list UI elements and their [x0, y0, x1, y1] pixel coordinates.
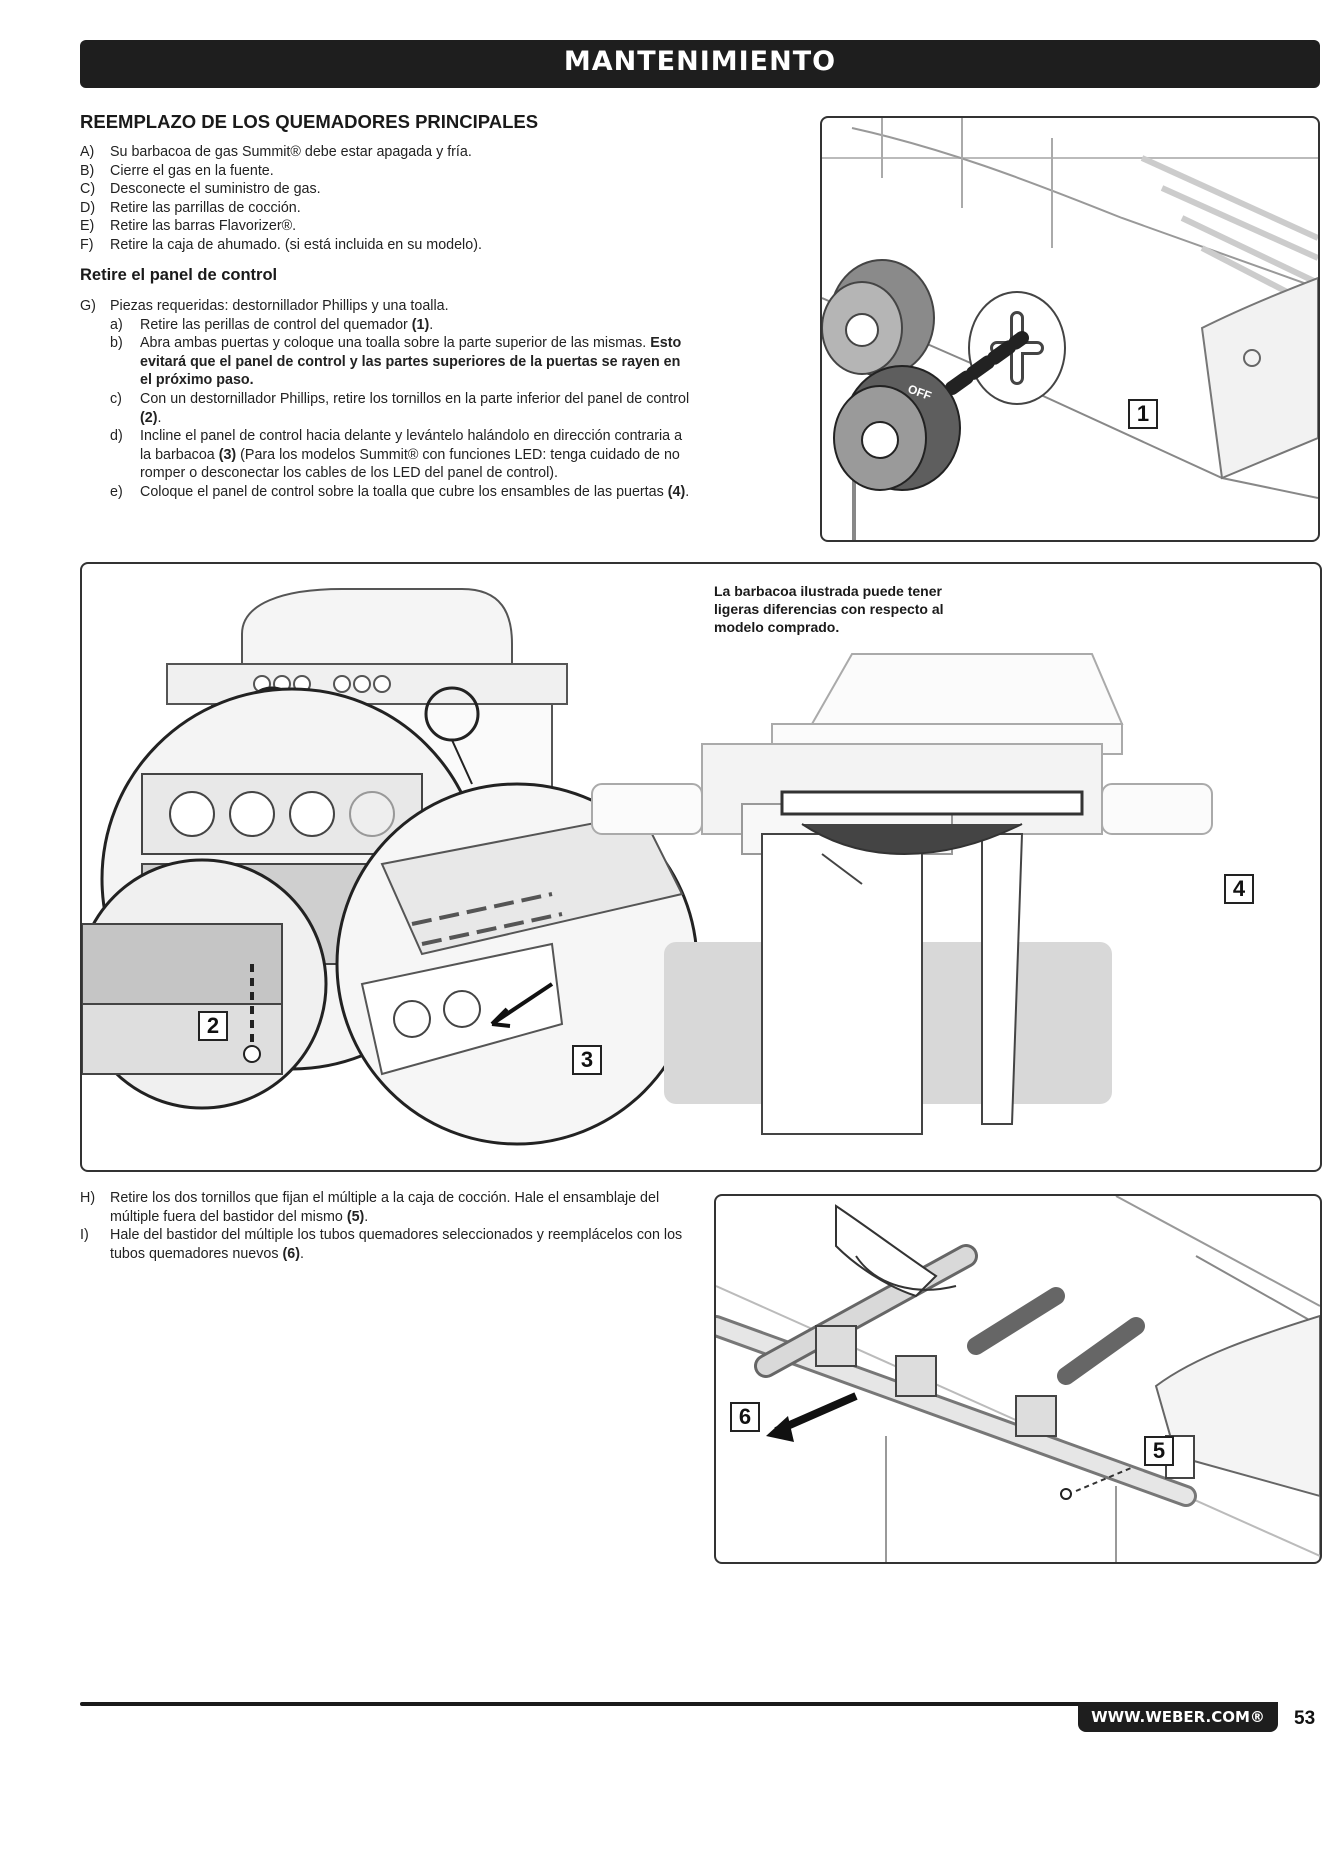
- list-item: E)Retire las barras Flavorizer®.: [80, 218, 297, 235]
- callout-6: 6: [730, 1402, 760, 1432]
- callout-4: 4: [1224, 874, 1254, 904]
- control-panel-steps: G)Piezas requeridas: destornillador Phil…: [80, 297, 692, 502]
- list-item: D)Retire las parrillas de cocción.: [80, 199, 301, 216]
- list-item: c)Con un destornillador Phillips, retire…: [110, 390, 690, 426]
- figure-knob-removal: OFF 1: [820, 116, 1320, 542]
- list-item: d)Incline el panel de control hacia dela…: [110, 428, 683, 482]
- figure-control-panel-removal: La barbacoa ilustrada puede tener ligera…: [80, 562, 1322, 1172]
- list-item: F)Retire la caja de ahumado. (si está in…: [80, 236, 482, 253]
- header-bar: MANTENIMIENTO: [80, 40, 1320, 88]
- callout-2: 2: [198, 1011, 228, 1041]
- illustration-note: La barbacoa ilustrada puede tener ligera…: [714, 583, 944, 635]
- callout-1: 1: [1128, 399, 1158, 429]
- subsection-title: Retire el panel de control: [80, 266, 278, 284]
- control-panel-illustration: [82, 588, 1213, 1146]
- burner-illustration: [716, 1196, 1320, 1562]
- page-number: 53: [1294, 1708, 1316, 1729]
- list-item: H)Retire los dos tornillos que fijan el …: [80, 1190, 660, 1225]
- section-title: REEMPLAZO DE LOS QUEMADORES PRINCIPALES: [80, 111, 539, 132]
- figure-burner-tubes: 6 5: [714, 1194, 1322, 1564]
- callout-5: 5: [1144, 1436, 1174, 1466]
- callout-3: 3: [572, 1045, 602, 1075]
- list-item: a)Retire las perillas de control del que…: [110, 316, 434, 333]
- list-item: I)Hale del bastidor del múltiple los tub…: [80, 1227, 683, 1262]
- list-item: A)Su barbacoa de gas Summit® debe estar …: [80, 144, 472, 160]
- list-item: e)Coloque el panel de control sobre la t…: [110, 483, 690, 500]
- footer-website: WWW.WEBER.COM®: [1078, 1702, 1278, 1732]
- list-item: b)Abra ambas puertas y coloque una toall…: [110, 335, 682, 389]
- list-item: G)Piezas requeridas: destornillador Phil…: [80, 298, 449, 314]
- steps-list: A)Su barbacoa de gas Summit® debe estar …: [80, 143, 720, 255]
- page-title: MANTENIMIENTO: [563, 46, 837, 77]
- footer-rule: [80, 1702, 1278, 1706]
- list-item: C)Desconecte el suministro de gas.: [80, 181, 321, 198]
- list-item: B)Cierre el gas en la fuente.: [80, 162, 274, 179]
- knob-illustration: OFF: [822, 118, 1318, 540]
- manifold-steps: H)Retire los dos tornillos que fijan el …: [80, 1189, 684, 1263]
